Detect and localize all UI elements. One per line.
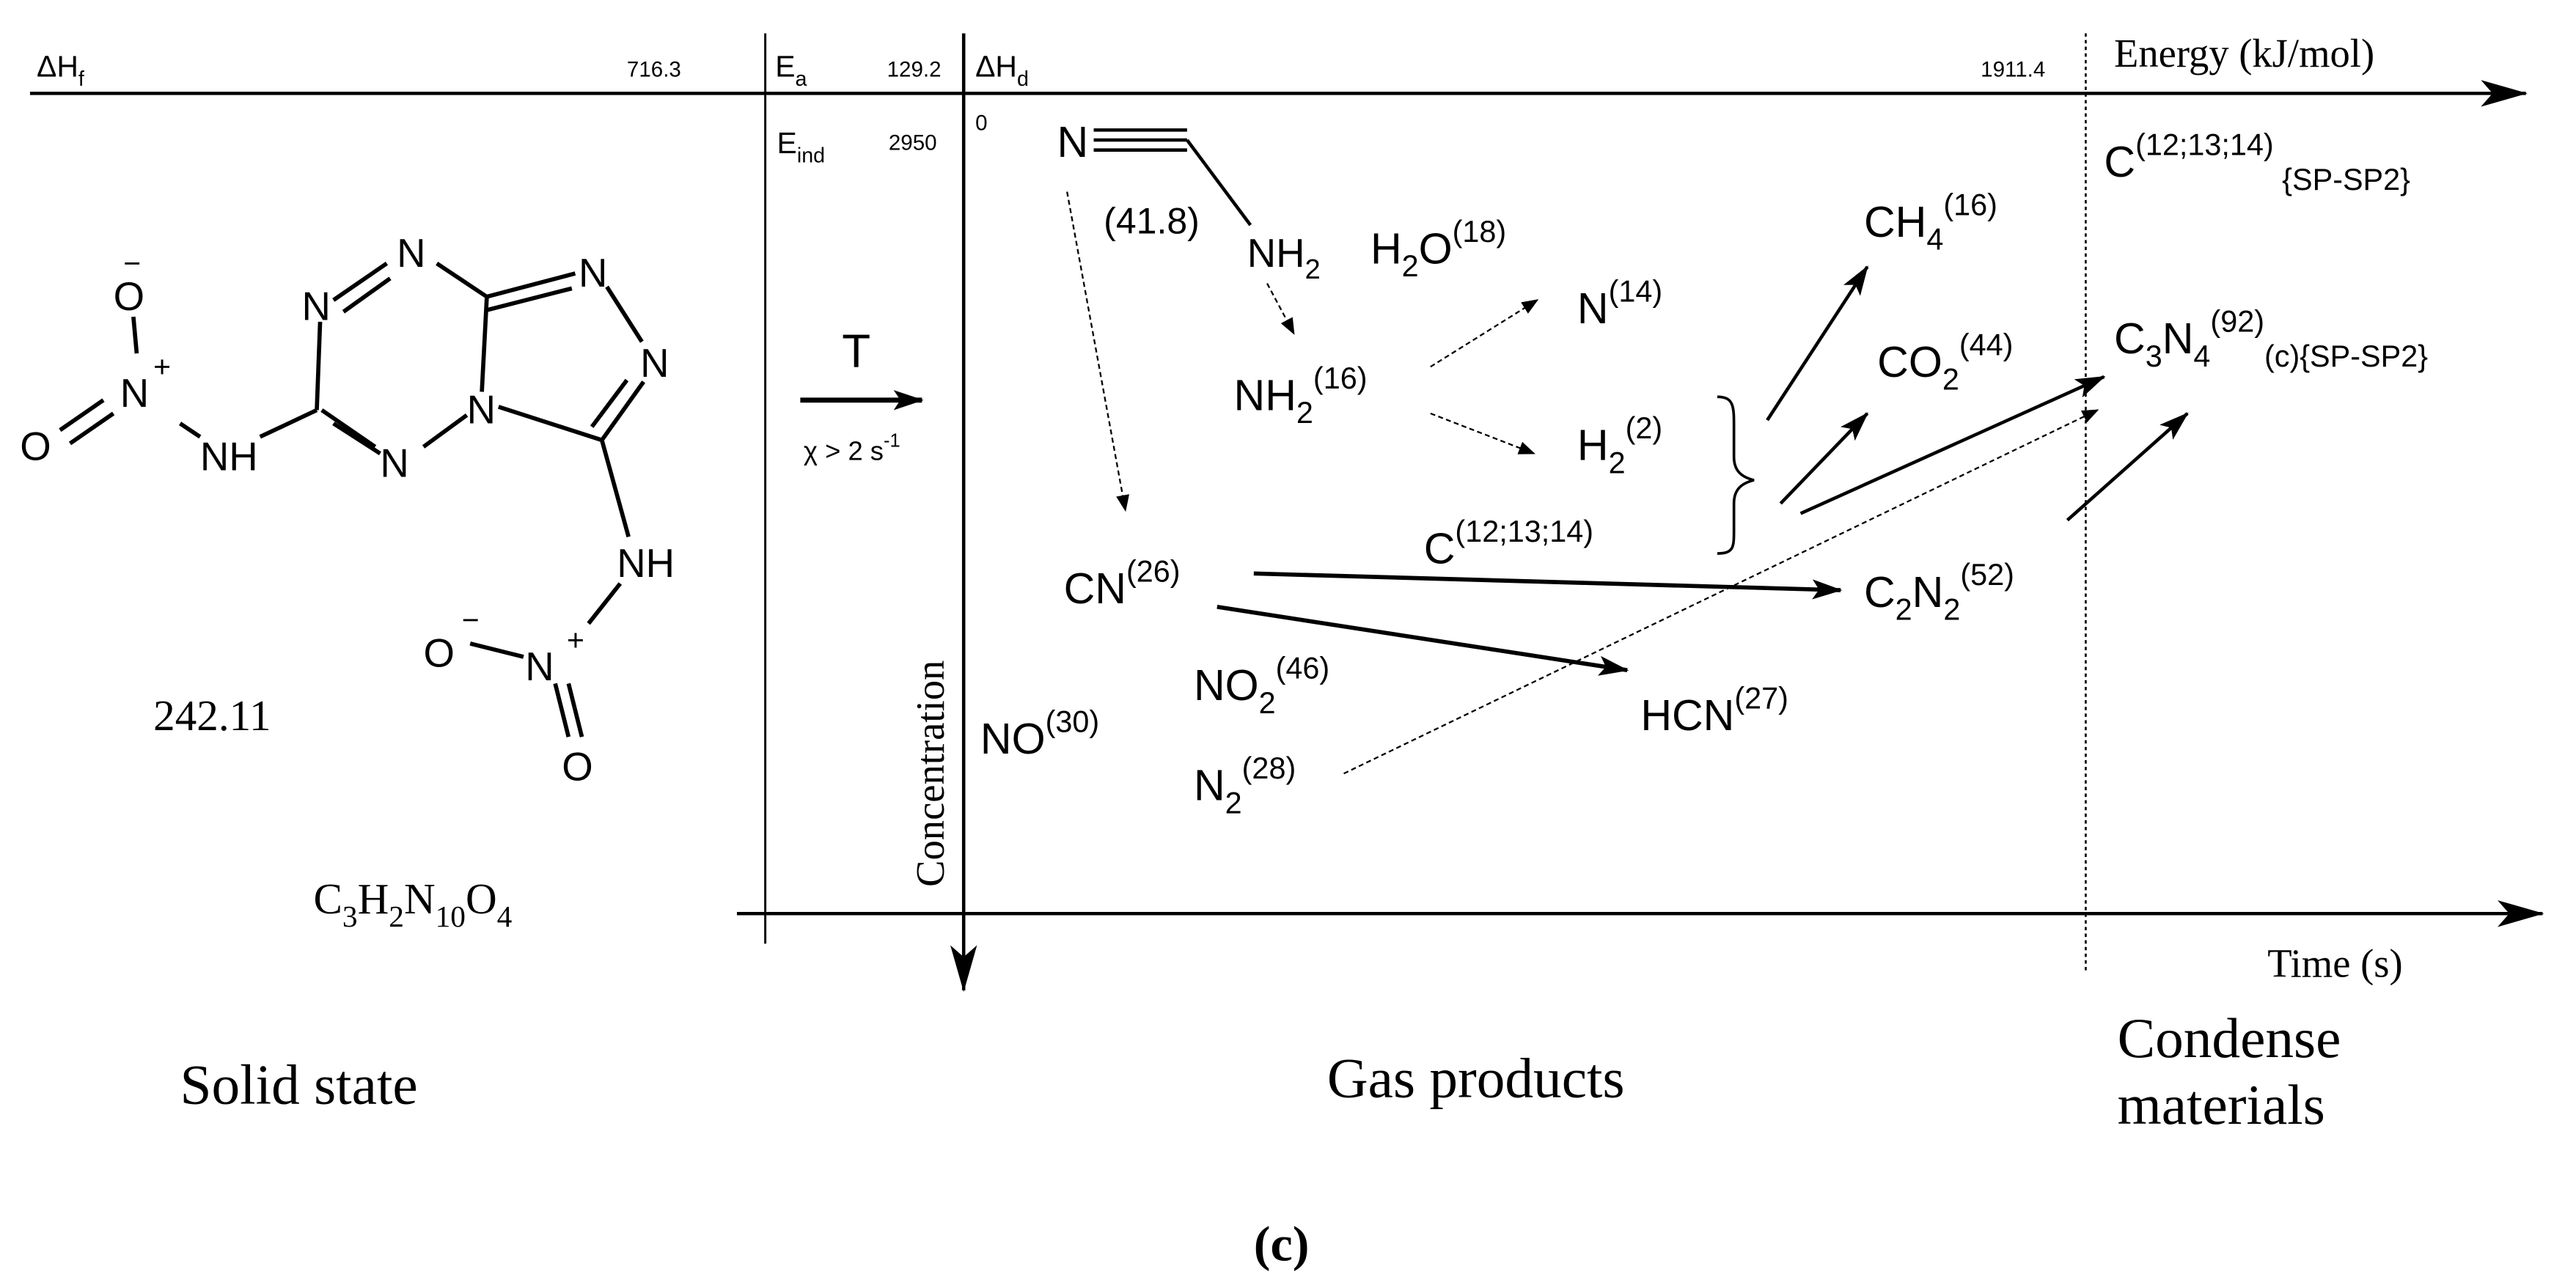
species-c2n2: C2N2(52) (1864, 558, 2014, 626)
atom-o2: O (20, 424, 51, 469)
arrow-cyanamide-to-nh2 (1266, 283, 1295, 335)
arrow-c-to-co2 (1779, 412, 1869, 505)
e-ind-value: 2950 (889, 131, 937, 155)
atom-nh1: NH (200, 434, 258, 479)
cyanamide-n-atom: N (1057, 117, 1089, 166)
species-cn: CN(26) (1064, 555, 1181, 614)
dh-f-label: ΔHf (37, 50, 84, 91)
region-gas-products: Gas products (1327, 1046, 1625, 1109)
species-nh2: NH2(16) (1234, 361, 1368, 430)
zero-label: 0 (975, 111, 987, 135)
concentration-axis-label: Concentration (908, 660, 953, 887)
axes (29, 33, 2544, 993)
figure-caption: (c) (1254, 1215, 1310, 1271)
arrow-c-to-c3n4 (1799, 375, 2106, 515)
condensed-c3n4: C3N4(92)(c){SP-SP2} (2114, 305, 2428, 373)
time-axis-label: Time (s) (2267, 941, 2402, 986)
cyanamide-fragment: N NH2 (41.8) (1057, 117, 1321, 285)
cyanamide-value: (41.8) (1104, 200, 1200, 241)
atom-n8: N (525, 644, 554, 689)
arrow-cn-to-c2n2 (1253, 571, 1843, 600)
atom-o3: O (424, 631, 455, 676)
species-no: NO(30) (980, 704, 1099, 763)
condensed-carbon: C(12;13;14) {SP-SP2} (2104, 128, 2410, 196)
atom-n7: N (120, 371, 149, 416)
arrow-cyanamide-to-cn (1066, 191, 1130, 512)
trigger-rate-label: χ > 2 s-1 (804, 430, 900, 465)
atom-n5: N (579, 251, 607, 295)
reactant-molecule (59, 261, 645, 737)
condensed-species: C(12;13;14) {SP-SP2} C3N4(92)(c){SP-SP2} (2104, 128, 2428, 372)
e-ind-label: Eind (777, 126, 826, 167)
species-ch4: CH4(16) (1864, 188, 1997, 256)
molecule-atom-labels: N N N N N N N N NH NH O O O O + + − − (20, 231, 675, 789)
species-co2: CO2(44) (1877, 328, 2013, 396)
atom-nh2: NH (617, 541, 675, 586)
e-a-value: 129.2 (887, 58, 942, 82)
arrow-c-to-ch4 (1766, 265, 1869, 422)
species-hcn: HCN(27) (1640, 682, 1788, 740)
grouping-brace (1717, 395, 1755, 555)
species-h2: H2(2) (1577, 411, 1662, 479)
header-labels: ΔHf 716.3 Ea 129.2 ΔHd 1911.4 Eind 2950 … (37, 31, 2374, 168)
arrow-c2n2-to-c3n4 (2066, 412, 2189, 522)
arrow-nh2-to-n (1430, 299, 1539, 368)
reactant-formula: C3H2N10O4 (313, 875, 512, 933)
charge-plus-1: + (153, 350, 171, 383)
species-c: C(12;13;14) (1424, 515, 1593, 573)
charge-minus-1: − (123, 246, 141, 280)
arrow-nh2-to-h2 (1430, 412, 1535, 455)
dh-d-value: 1911.4 (1981, 58, 2045, 82)
atom-n1: N (302, 284, 331, 329)
atom-n6: N (640, 341, 669, 386)
species-n2: N2(28) (1194, 751, 1296, 820)
arrow-cn-to-hcn (1217, 604, 1629, 676)
species-n: N(14) (1577, 275, 1662, 334)
dh-f-value: 716.3 (627, 58, 681, 82)
cyanamide-nh2: NH2 (1247, 231, 1321, 285)
charge-plus-2: + (567, 623, 584, 657)
e-a-label: Ea (775, 50, 807, 91)
reaction-arrows (1066, 191, 2189, 775)
dh-d-label: ΔHd (975, 50, 1029, 91)
arrow-n2-to-c3n4 (1343, 409, 2099, 775)
atom-n3: N (380, 441, 408, 485)
gas-species: H2O(18) NH2(16) N(14) H2(2) C(12;13;14) … (980, 188, 2014, 820)
atom-n4: N (467, 388, 496, 433)
atom-n2: N (397, 231, 425, 276)
atom-o1: O (114, 274, 144, 319)
species-h2o: H2O(18) (1370, 215, 1506, 283)
region-solid-state: Solid state (180, 1053, 418, 1116)
energy-axis-label: Energy (kJ/mol) (2114, 31, 2374, 76)
species-no2: NO2(46) (1194, 652, 1329, 720)
trigger: T χ > 2 s-1 (800, 325, 924, 466)
charge-minus-2: − (462, 603, 480, 637)
reactant-mass: 242.11 (153, 691, 271, 740)
atom-o4: O (562, 744, 592, 789)
trigger-temperature-label: T (842, 325, 870, 377)
